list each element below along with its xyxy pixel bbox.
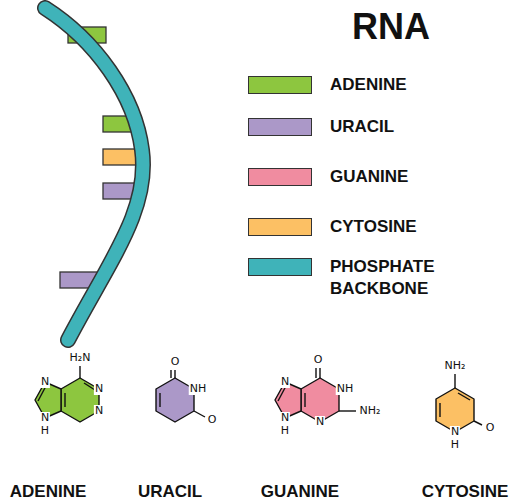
atom-label: H₂N: [69, 352, 92, 364]
atom-label: NH₂: [359, 405, 382, 417]
atom-label: H: [40, 425, 50, 437]
molecule-name: URACIL: [138, 482, 202, 500]
atom-label: N: [94, 383, 104, 395]
legend-text: URACIL: [330, 116, 470, 138]
legend-swatch: [248, 76, 312, 94]
diagram-title: RNA: [352, 6, 430, 48]
legend-text: PHOSPHATE BACKBONE: [330, 256, 470, 300]
atom-label: O: [313, 354, 324, 366]
atom-label: NH₂: [444, 360, 467, 372]
atom-label: N: [40, 376, 50, 388]
atom-label: N: [280, 376, 290, 388]
legend-swatch: [248, 218, 312, 236]
atom-label: H: [280, 425, 290, 437]
legend-swatch: [248, 168, 312, 186]
atom-label: O: [207, 414, 218, 426]
molecule-name: CYTOSINE: [422, 482, 509, 500]
legend-text: CYTOSINE: [330, 216, 470, 238]
atom-label: NH: [189, 383, 208, 395]
legend-text: GUANINE: [330, 166, 470, 188]
legend-swatch: [248, 258, 312, 276]
atom-label: N: [94, 405, 104, 417]
atom-label: N: [450, 426, 460, 438]
molecule-name: ADENINE: [10, 482, 87, 500]
atom-label: N: [40, 412, 50, 424]
atom-label: H: [450, 439, 460, 451]
atom-label: N: [315, 416, 325, 428]
atom-label: O: [485, 422, 496, 434]
atom-label: NH: [336, 383, 355, 395]
legend-swatch: [248, 118, 312, 136]
atom-label: O: [170, 356, 181, 368]
molecule-name: GUANINE: [261, 482, 339, 500]
atom-label: N: [280, 412, 290, 424]
legend-text: ADENINE: [330, 74, 470, 96]
